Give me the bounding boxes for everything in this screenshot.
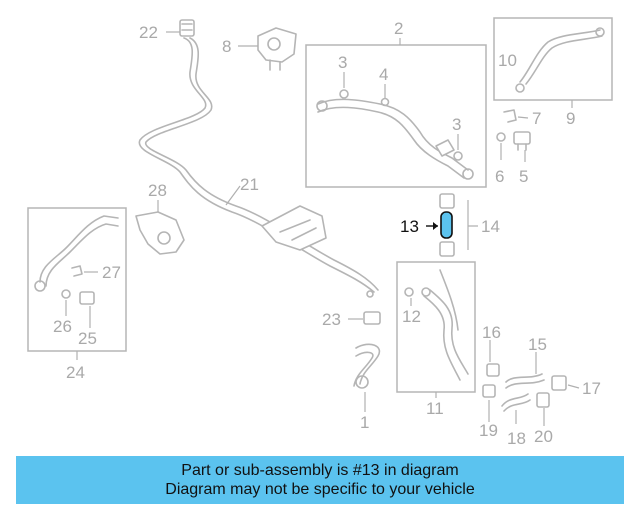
info-banner: Part or sub-assembly is #13 in diagram D… xyxy=(16,456,624,504)
callout-25: 25 xyxy=(78,329,97,348)
part-3-oring-upper[interactable] xyxy=(339,89,349,99)
part-14-lower-fitting[interactable] xyxy=(439,241,455,257)
part-24-hose[interactable] xyxy=(34,215,119,292)
callout-20: 20 xyxy=(534,427,553,446)
callout-11: 11 xyxy=(426,399,444,418)
part-3-oring-lower[interactable] xyxy=(453,151,463,161)
part-8-valve[interactable] xyxy=(257,27,297,71)
part-11-pipe[interactable] xyxy=(421,269,469,381)
part-20-connector[interactable] xyxy=(536,392,550,408)
callout-2: 2 xyxy=(394,19,403,38)
part-22-connector[interactable] xyxy=(179,19,195,37)
banner-line-2: Diagram may not be specific to your vehi… xyxy=(165,481,475,498)
callout-18: 18 xyxy=(507,429,526,448)
callout-9: 9 xyxy=(566,109,575,128)
callout-19: 19 xyxy=(479,421,498,440)
group-box-11 xyxy=(396,261,476,393)
parts-diagram: 22 8 2 3 4 3 10 9 7 6 5 13 14 12 11 16 1… xyxy=(27,17,613,448)
part-1-hose[interactable] xyxy=(353,343,381,389)
part-4-clip[interactable] xyxy=(380,97,390,107)
part-19-connector[interactable] xyxy=(482,384,496,398)
part-28-pump[interactable] xyxy=(135,211,185,255)
callout-28: 28 xyxy=(148,181,167,200)
leader-lines xyxy=(65,31,580,426)
part-15-hose[interactable] xyxy=(505,373,545,389)
callout-22: 22 xyxy=(139,23,158,42)
callout-26: 26 xyxy=(53,317,72,336)
callout-14: 14 xyxy=(481,217,500,236)
callout-17: 17 xyxy=(582,379,601,398)
part-17-connector[interactable] xyxy=(551,375,567,391)
part-26-oring[interactable] xyxy=(61,289,71,299)
part-23-connector[interactable] xyxy=(363,311,381,325)
callout-8: 8 xyxy=(222,37,231,56)
callout-27: 27 xyxy=(102,263,121,282)
part-13-hose[interactable] xyxy=(440,211,453,239)
callout-7: 7 xyxy=(532,109,541,128)
callout-5: 5 xyxy=(519,167,528,186)
callout-10: 10 xyxy=(498,51,517,70)
part-27-clip[interactable] xyxy=(71,265,83,277)
callout-24: 24 xyxy=(66,363,85,382)
callout-15: 15 xyxy=(528,335,547,354)
part-2-pipe[interactable] xyxy=(316,98,474,180)
callout-1: 1 xyxy=(360,413,369,432)
part-7-clip[interactable] xyxy=(503,109,517,123)
callout-3-lower: 3 xyxy=(452,115,461,134)
banner-line-1: Part or sub-assembly is #13 in diagram xyxy=(181,462,459,479)
part-14-upper-fitting[interactable] xyxy=(439,193,455,209)
callout-3-upper: 3 xyxy=(338,53,347,72)
group-box-9 xyxy=(493,17,613,101)
part-16-connector[interactable] xyxy=(486,363,500,377)
callout-21: 21 xyxy=(240,175,259,194)
part-21-hose-assembly[interactable] xyxy=(138,37,379,298)
part-5-sensor[interactable] xyxy=(513,131,531,151)
part-12-oring[interactable] xyxy=(404,287,414,297)
callout-6: 6 xyxy=(495,167,504,186)
part-6-seal[interactable] xyxy=(496,132,506,142)
callout-12: 12 xyxy=(402,307,421,326)
callout-23: 23 xyxy=(322,310,341,329)
callout-16: 16 xyxy=(482,323,501,342)
part-25-sensor[interactable] xyxy=(79,291,95,305)
callout-4: 4 xyxy=(379,65,388,84)
group-box-2 xyxy=(305,44,487,188)
callout-13[interactable]: 13 xyxy=(400,217,419,236)
part-10-pipe[interactable] xyxy=(515,27,605,93)
part-18-hose[interactable] xyxy=(501,393,531,412)
